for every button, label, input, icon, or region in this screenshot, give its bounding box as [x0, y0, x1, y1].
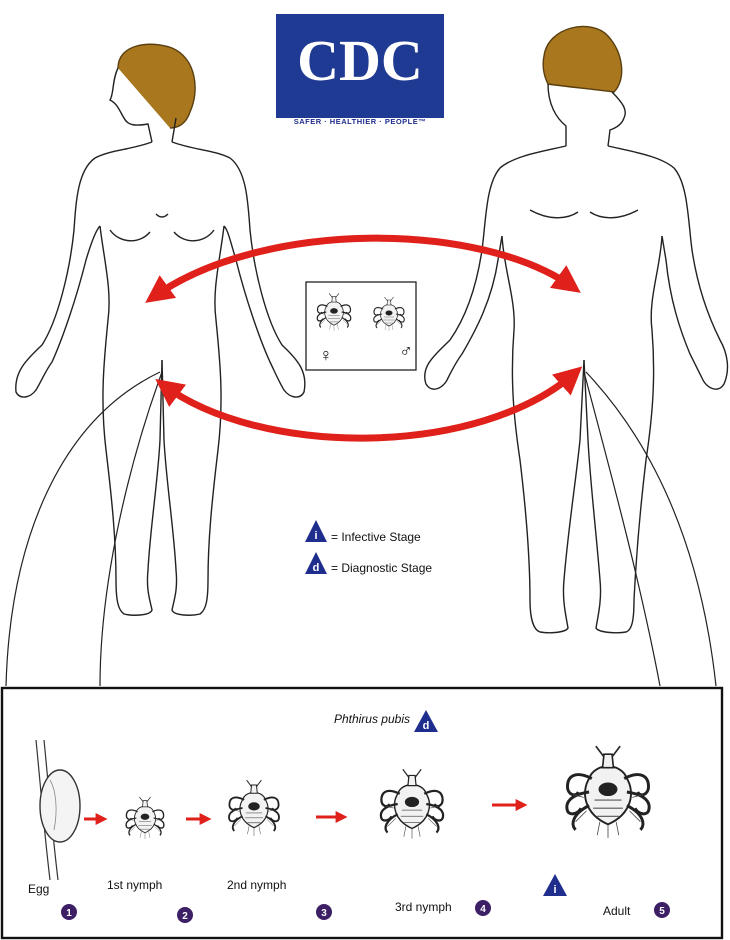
- female-host-figure: [15, 43, 306, 616]
- lifecycle-panel: Phthirus pubis d i Egg: [0, 686, 724, 940]
- diagnostic-stage-triangle-icon: d: [305, 552, 327, 574]
- stage-label: 2nd nymph: [227, 878, 286, 892]
- logo-tagline: SAFER · HEALTHIER · PEOPLE™: [294, 117, 427, 126]
- logo-text: CDC: [297, 28, 423, 93]
- stage-label: Adult: [603, 904, 631, 918]
- infective-stage-label: = Infective Stage: [331, 530, 421, 544]
- stage-number-badge: 5: [659, 906, 665, 917]
- svg-text:d: d: [313, 562, 320, 574]
- lead-curve-male-inner: [583, 371, 661, 687]
- cdc-logo: CDC SAFER · HEALTHIER · PEOPLE™: [276, 14, 444, 126]
- svg-text:i: i: [314, 530, 317, 542]
- stage-number-badge: 2: [182, 911, 188, 922]
- stage-label: Egg: [28, 882, 49, 896]
- stage-label: 3rd nymph: [395, 900, 452, 914]
- infective-stage-triangle-icon: i: [305, 520, 327, 542]
- stage-third-nymph: 3rd nymph 4: [395, 900, 491, 916]
- male-host-figure: [424, 25, 729, 634]
- stage-number-badge: 4: [480, 904, 486, 915]
- species-name: Phthirus pubis: [334, 712, 410, 726]
- stage-adult: Adult 5: [603, 902, 670, 918]
- adult-infective-triangle-icon: i: [543, 874, 567, 896]
- lead-curve-male-outer: [585, 371, 717, 687]
- stage-label: 1st nymph: [107, 878, 162, 892]
- legend: i = Infective Stage d = Diagnostic Stage: [305, 520, 432, 575]
- stage-number-badge: 1: [66, 908, 72, 919]
- male-symbol: ♂: [399, 341, 413, 361]
- stage-first-nymph: 1st nymph 2: [107, 878, 193, 923]
- female-symbol: ♀: [319, 345, 333, 365]
- transmission-arrow-lower: [155, 366, 583, 442]
- adult-lice-box: ♀ ♂: [305, 281, 417, 371]
- species-diagnostic-triangle-icon: d: [414, 710, 438, 732]
- svg-text:d: d: [423, 720, 430, 732]
- stage-egg: Egg 1: [28, 882, 77, 920]
- svg-text:i: i: [553, 884, 556, 896]
- lead-curve-female-inner: [99, 371, 163, 687]
- diagnostic-stage-label: = Diagnostic Stage: [331, 561, 432, 575]
- stage-second-nymph: 2nd nymph 3: [227, 878, 332, 920]
- stage-number-badge: 3: [321, 908, 327, 919]
- transmission-arrow-upper: [145, 234, 581, 303]
- egg-image: [35, 739, 81, 881]
- lead-curve-female-outer: [5, 371, 161, 687]
